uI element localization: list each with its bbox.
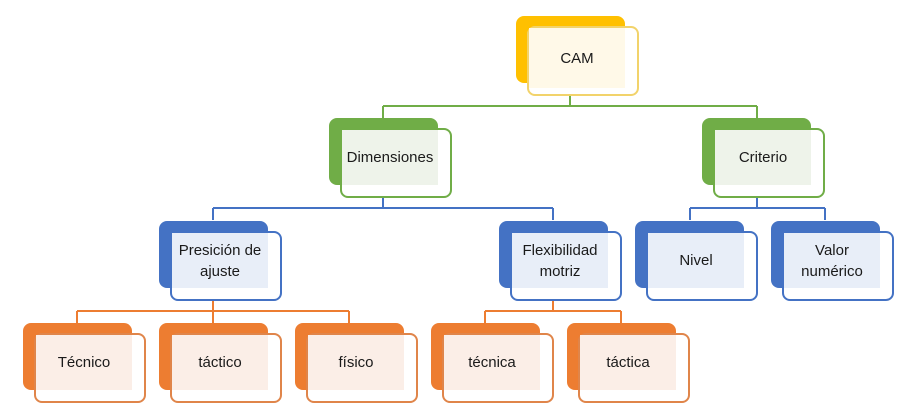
node-label: Presición de ajuste bbox=[172, 233, 268, 288]
node-label: físico bbox=[308, 335, 404, 390]
node-label: táctico bbox=[172, 335, 268, 390]
node-label: Nivel bbox=[648, 233, 744, 288]
node-label: táctica bbox=[580, 335, 676, 390]
connector-root bbox=[382, 95, 758, 118]
connector-criterio bbox=[689, 198, 826, 220]
node-label: técnica bbox=[444, 335, 540, 390]
connector-dimensiones bbox=[212, 198, 554, 220]
node-label: Valor numérico bbox=[784, 233, 880, 288]
node-label: Técnico bbox=[36, 335, 132, 390]
connector-flexibilidad bbox=[484, 300, 622, 323]
node-label: Dimensiones bbox=[342, 130, 438, 185]
node-label: Flexibilidad motriz bbox=[512, 233, 608, 288]
node-label: CAM bbox=[529, 28, 625, 88]
node-label: Criterio bbox=[715, 130, 811, 185]
connector-presicion bbox=[76, 300, 350, 323]
